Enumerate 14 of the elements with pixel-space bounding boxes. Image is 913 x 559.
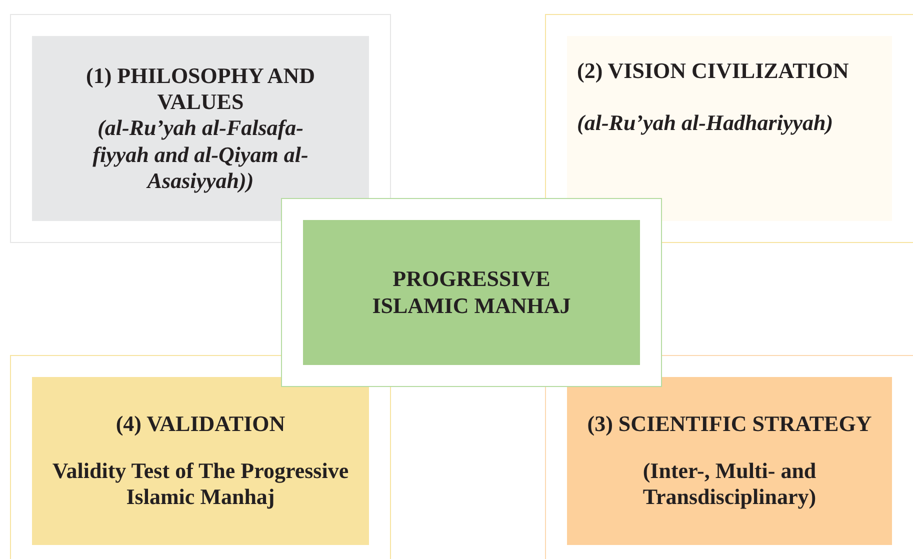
- concept-card: [545, 355, 913, 559]
- concept-card: [10, 355, 391, 559]
- card-heading: (3) SCIENTIFIC STRATEGY: [587, 411, 872, 438]
- card-subtitle: (Inter-, Multi- and Transdisciplinary): [642, 458, 818, 511]
- concept-card: [10, 14, 391, 243]
- card-subtitle: (al-Ru’yah al-Hadhariyyah): [577, 110, 834, 137]
- card-heading: (4) VALIDATION: [116, 411, 286, 438]
- concept-card: [281, 198, 662, 387]
- card-subtitle: (al-Ru’yah al-Falsafa-fiyyah and al-Qiyam al-Asasiyyah)): [92, 115, 310, 194]
- concept-card: [545, 14, 913, 243]
- card-heading: PROGRESSIVE ISLAMIC MANHAJ: [371, 266, 572, 319]
- card-heading: (2) VISION CIVILIZATION: [577, 58, 849, 84]
- card-subtitle: Validity Test of The Progressive Islamic Manhaj: [51, 458, 350, 511]
- card-heading: (1) PHILOSOPHY AND VALUES: [85, 62, 316, 116]
